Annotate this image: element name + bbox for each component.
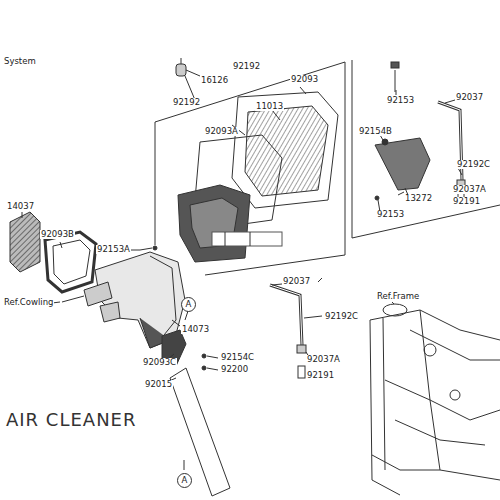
caption: AIR CLEANER [6,411,136,429]
reference-marker: A [181,297,196,312]
callout-number: 92192 [232,62,261,71]
callout-number: Ref.Cowling [3,298,54,307]
callout-number: 92093B [40,230,75,239]
callout-number: 92192 [172,98,201,107]
callout-number: System [3,57,37,66]
callout-number: 92192C [324,312,359,321]
callout-number: 92153A [96,245,131,254]
callout-number: 92015 [144,380,173,389]
callout-number: 92191 [452,197,481,206]
callout-number: 92037 [455,93,484,102]
callout-number: 92154B [358,127,393,136]
callout-number: 92093 [290,75,319,84]
callout-number: 14037 [6,202,35,211]
callout-number: 92200 [220,365,249,374]
callout-number: 92154C [220,353,255,362]
callout-number: 92037 [282,277,311,286]
callout-number: 14073 [181,325,210,334]
callout-number: 92093A [204,127,239,136]
callout-number: 92192C [456,160,491,169]
callout-number: 16126 [200,76,229,85]
callout-number: 13272 [404,194,433,203]
callout-number: Ref.Frame [376,292,420,301]
callout-number: 92191 [306,371,335,380]
callout-number: 92153 [386,96,415,105]
callout-number: 92093C [142,358,177,367]
callout-number: 92153 [376,210,405,219]
callout-number: 92037A [306,355,341,364]
reference-marker: A [177,473,192,488]
callout-number: 11013 [255,102,284,111]
callout-number: 92037A [452,185,487,194]
